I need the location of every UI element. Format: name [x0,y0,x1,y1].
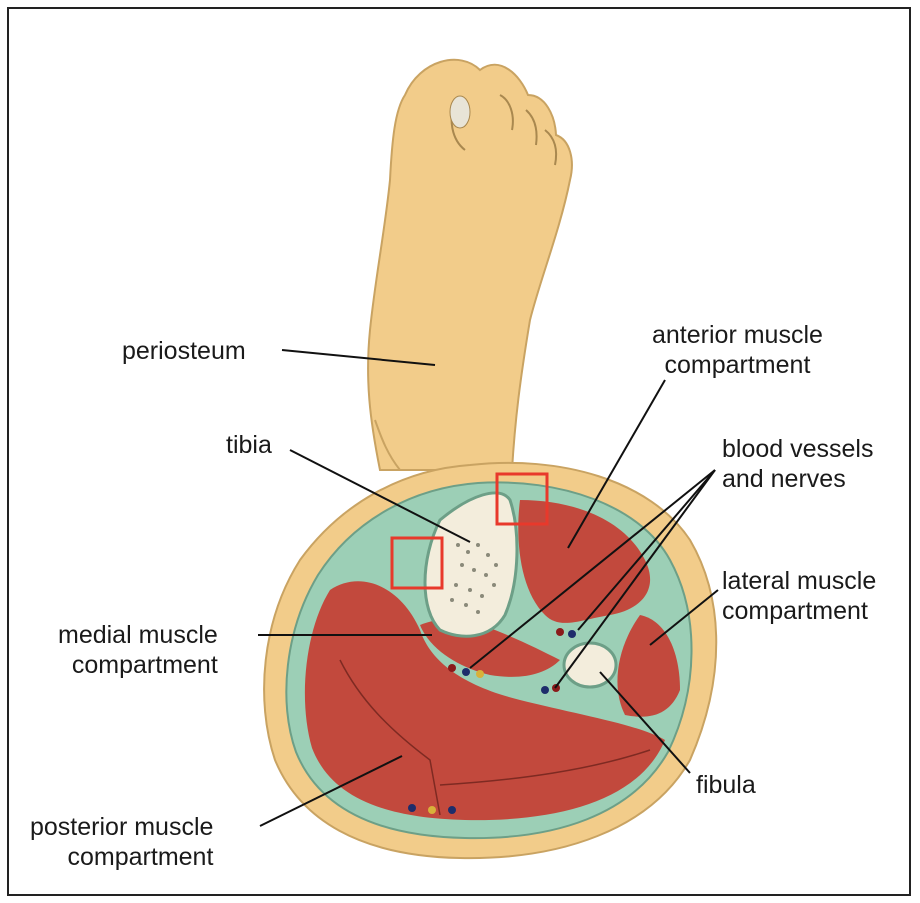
label-tibia: tibia [226,430,272,460]
label-posterior-muscle-compartment: posterior muscle compartment [30,812,213,872]
label-tibia-text: tibia [226,430,272,460]
label-blood-vessels-and-nerves: blood vessels and nerves [722,434,873,494]
label-anterior-line1: anterior muscle [652,320,823,350]
label-medial-muscle-compartment: medial muscle compartment [58,620,218,680]
label-lateral-line1: lateral muscle [722,566,876,596]
label-anterior-line2: compartment [652,350,823,380]
label-posterior-line2: compartment [30,842,213,872]
label-fibula-text: fibula [696,770,756,800]
label-lateral-line2: compartment [722,596,876,626]
label-periosteum-text: periosteum [122,336,246,366]
label-posterior-line1: posterior muscle [30,812,213,842]
label-medial-line2: compartment [58,650,218,680]
foot [368,60,572,470]
label-medial-line1: medial muscle [58,620,218,650]
label-lateral-muscle-compartment: lateral muscle compartment [722,566,876,626]
label-periosteum: periosteum [122,336,246,366]
label-vessels-line2: and nerves [722,464,873,494]
toenail [450,96,470,128]
cross-section [264,463,716,858]
label-vessels-line1: blood vessels [722,434,873,464]
label-anterior-muscle-compartment: anterior muscle compartment [652,320,823,380]
foot-shape [368,60,572,470]
label-fibula: fibula [696,770,756,800]
